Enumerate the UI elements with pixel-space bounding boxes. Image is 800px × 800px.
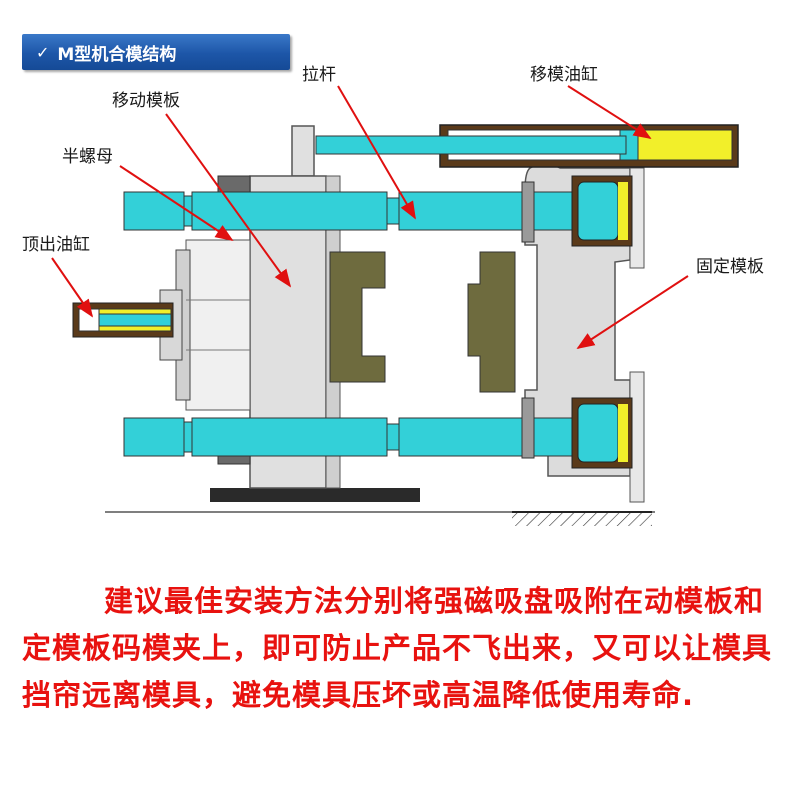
tie-rod-upper [124, 192, 577, 230]
label-moving-platen: 移动模板 [112, 91, 180, 111]
tie-rod-lower [124, 418, 577, 456]
mold-halves [330, 252, 515, 392]
label-moving-cylinder: 移模油缸 [530, 64, 598, 85]
ejector-cylinder [73, 303, 173, 337]
label-ejector-cylinder: 顶出油缸 [22, 234, 90, 255]
machine-base [105, 488, 655, 526]
moving-cylinder [316, 125, 738, 167]
caption-text: 建议最佳安装方法分别将强磁吸盘吸附在动模板和定模板码模夹上，即可防止产品不飞出来… [22, 578, 792, 719]
label-fixed-platen: 固定模板 [696, 257, 764, 277]
label-half-nut: 半螺母 [62, 147, 113, 167]
label-tie-rod: 拉杆 [302, 65, 336, 85]
